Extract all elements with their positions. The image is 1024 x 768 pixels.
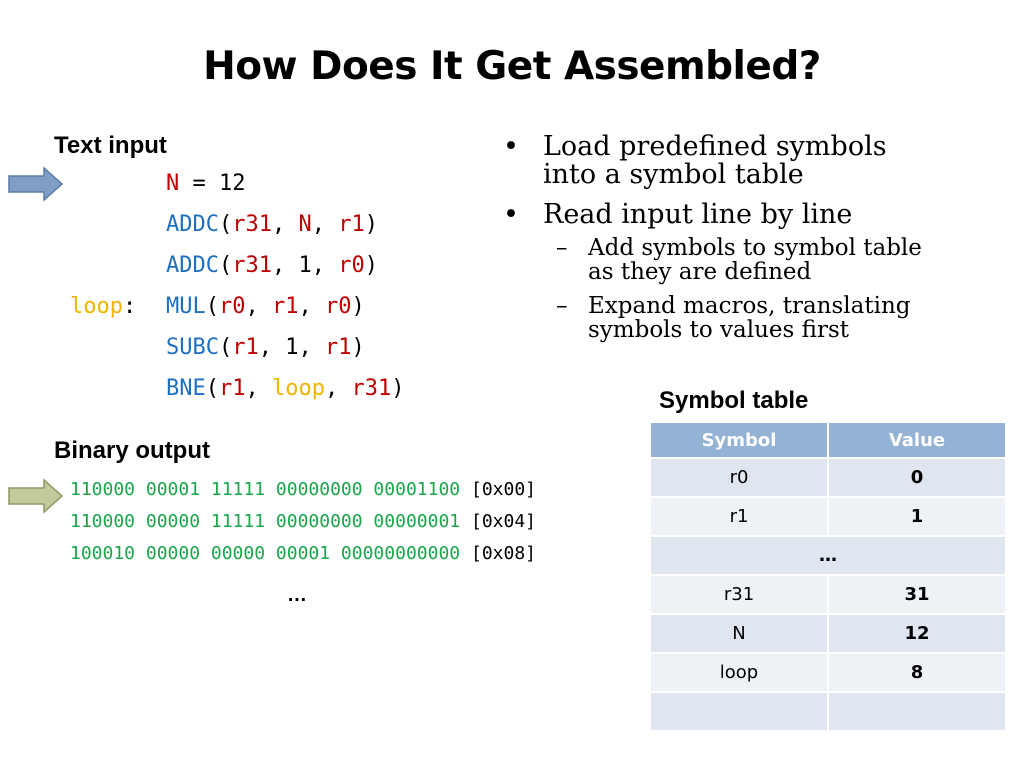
code-token: MUL: [166, 294, 206, 319]
code-token: r0: [338, 253, 365, 278]
symbol-cell: r1: [649, 496, 829, 537]
text-input-heading: Text input: [54, 132, 167, 159]
bullet-1-marker: •: [503, 131, 519, 162]
table-ellipsis: …: [649, 535, 1007, 576]
bullet-2-marker: •: [503, 199, 519, 230]
binary-output-heading: Binary output: [54, 437, 210, 464]
code-token: ,: [245, 294, 272, 319]
value-cell: 8: [827, 652, 1007, 693]
code-line: ADDC(r31, N, r1): [166, 204, 378, 245]
value-cell: 1: [827, 496, 1007, 537]
code-token: loop: [272, 376, 325, 401]
symbol-cell: r0: [649, 457, 829, 498]
value-cell: 12: [827, 613, 1007, 654]
binary-address: [0x08]: [470, 543, 537, 564]
code-token: r0: [219, 294, 246, 319]
code-line: MUL(r0, r1, r0): [166, 286, 365, 327]
bullet-1: Load predefined symbols into a symbol ta…: [543, 131, 887, 190]
table-row: [649, 691, 1007, 732]
symbol-cell: loop: [649, 652, 829, 693]
binary-bits: 100010 00000 00000 00001 00000000000: [70, 543, 461, 564]
code-token: ): [351, 335, 365, 360]
value-cell: 0: [827, 457, 1007, 498]
value-cell: 31: [827, 574, 1007, 615]
code-token: ADDC: [166, 212, 219, 237]
code-line: ADDC(r31, 1, r0): [166, 245, 378, 286]
code-token: r1: [232, 335, 259, 360]
binary-address: [0x04]: [470, 511, 537, 532]
sub-bullet-2-marker: –: [556, 293, 568, 319]
code-token: ): [364, 253, 378, 278]
code-token: (: [218, 335, 233, 360]
code-token: r1: [338, 212, 365, 237]
code-token: BNE: [166, 376, 206, 401]
code-token: ,: [298, 294, 325, 319]
binary-address: [0x00]: [470, 479, 537, 500]
bullet-2: Read input line by line: [543, 199, 853, 230]
code-token: ): [351, 294, 365, 319]
code-token: N: [166, 171, 180, 196]
column-header-value: Value: [827, 421, 1007, 459]
code-token: r31: [232, 253, 272, 278]
table-row: …: [649, 535, 1007, 576]
code-token: = 12: [179, 171, 246, 196]
code-token: ,: [311, 212, 339, 237]
code-token: (: [205, 294, 219, 319]
binary-bits: 110000 00001 11111 00000000 00001100: [70, 479, 461, 500]
input-arrow-icon: [8, 166, 64, 202]
symbol-cell: r31: [649, 574, 829, 615]
value-cell: [827, 691, 1007, 732]
code-token: r0: [325, 294, 352, 319]
binary-line: 110000 00001 11111 00000000 00001100 [0x…: [70, 474, 536, 506]
code-line: BNE(r1, loop, r31): [166, 368, 404, 409]
sub-bullet-2: Expand macros, translating symbols to va…: [588, 293, 911, 343]
code-token: (: [205, 376, 219, 401]
code-token: ,: [324, 376, 352, 401]
code-token: r1: [219, 376, 246, 401]
output-arrow-icon: [8, 478, 64, 514]
code-token: , 1,: [258, 335, 325, 360]
code-label: loop:: [70, 294, 137, 319]
slide-title: How Does It Get Assembled?: [203, 44, 821, 89]
code-token: ,: [271, 212, 299, 237]
code-token: (: [218, 253, 233, 278]
column-header-symbol: Symbol: [649, 421, 829, 459]
code-token: N: [298, 212, 312, 237]
sub-bullet-1-marker: –: [556, 235, 568, 261]
binary-line: 110000 00000 11111 00000000 00000001 [0x…: [70, 506, 536, 538]
code-token: r1: [272, 294, 299, 319]
code-token: ): [364, 212, 378, 237]
binary-ellipsis: …: [287, 584, 307, 606]
symbol-cell: [649, 691, 829, 732]
code-token: r1: [324, 335, 352, 360]
code-token: r31: [232, 212, 272, 237]
symbol-cell: N: [649, 613, 829, 654]
code-token: , 1,: [271, 253, 339, 278]
code-token: SUBC: [166, 335, 219, 360]
sub-bullet-1: Add symbols to symbol table as they are …: [588, 235, 922, 285]
code-line: SUBC(r1, 1, r1): [166, 327, 365, 368]
code-token: ,: [245, 376, 272, 401]
binary-line: 100010 00000 00000 00001 00000000000 [0x…: [70, 538, 536, 570]
code-line: N = 12: [166, 163, 245, 204]
symbol-table-heading: Symbol table: [659, 387, 809, 414]
code-token: ADDC: [166, 253, 219, 278]
code-token: (: [218, 212, 233, 237]
code-token: ): [391, 376, 405, 401]
code-token: r31: [351, 376, 392, 401]
binary-bits: 110000 00000 11111 00000000 00000001: [70, 511, 461, 532]
